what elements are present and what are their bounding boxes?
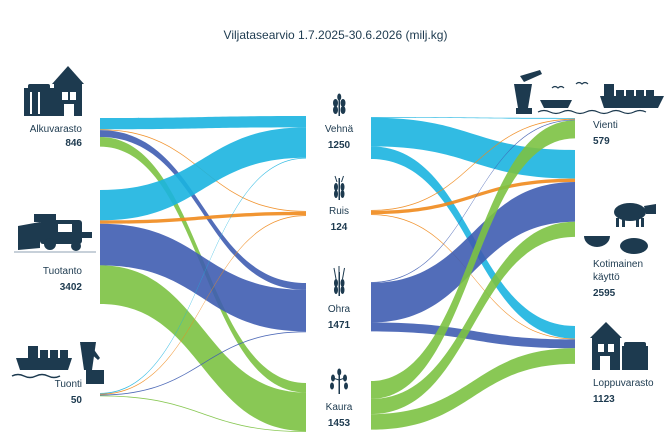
- grain-value-ohra: 1471: [327, 320, 351, 331]
- inflow-band: [100, 130, 306, 290]
- target-label-loppuvarasto: Loppuvarasto: [593, 378, 654, 389]
- grain-label-vehna: Vehnä: [324, 124, 354, 135]
- barley-icon: [333, 266, 345, 296]
- outflow-band: [371, 221, 575, 415]
- inflow-band: [100, 116, 306, 130]
- source-value-alkuvarasto: 846: [65, 138, 82, 149]
- outflow-band: [371, 120, 575, 399]
- target-value-kotimainen-kaytto: 2595: [593, 288, 616, 299]
- rye-icon: [334, 175, 345, 200]
- target-value-vienti: 579: [593, 136, 610, 147]
- outflow-band: [371, 214, 575, 340]
- inflow-band: [100, 215, 306, 395]
- storage-buildings-icon: [590, 322, 648, 370]
- grain-label-kaura: Kaura: [325, 402, 353, 413]
- cargo-ship-crane-icon: [11, 342, 104, 384]
- outflow-bands: [371, 117, 575, 430]
- export-ship-icon: [514, 70, 664, 115]
- grain-value-ruis: 124: [330, 222, 348, 233]
- outflow-band: [371, 117, 575, 179]
- inflow-band: [100, 331, 306, 396]
- cow-bread-icon: [584, 203, 656, 254]
- target-label-vienti: Vienti: [593, 120, 618, 131]
- combine-harvester-icon: [14, 214, 96, 253]
- grain-label-ohra: Ohra: [327, 304, 351, 315]
- diagram-title: Viljatasearvio 1.7.2025-30.6.2026 (milj.…: [223, 28, 448, 42]
- source-label-tuotanto: Tuotanto: [42, 266, 82, 277]
- oats-icon: [330, 368, 348, 394]
- inflow-bands: [100, 116, 306, 433]
- source-value-tuotanto: 3402: [59, 282, 82, 293]
- wheat-icon: [333, 93, 346, 116]
- inflow-band: [100, 265, 306, 432]
- source-label-alkuvarasto: Alkuvarasto: [29, 124, 82, 135]
- outflow-band: [371, 119, 575, 283]
- inflow-band: [100, 157, 306, 394]
- outflow-band: [371, 348, 575, 430]
- inflow-band: [100, 395, 306, 433]
- inflow-band: [100, 211, 306, 224]
- grain-label-ruis: Ruis: [328, 206, 349, 217]
- grain-value-vehna: 1250: [327, 140, 351, 151]
- inflow-band: [100, 127, 306, 221]
- outflow-band: [371, 178, 575, 215]
- target-value-loppuvarasto: 1123: [593, 394, 615, 405]
- target-label-kotimainen-kaytto: Kotimainen käyttö: [593, 259, 644, 283]
- outflow-band: [371, 118, 575, 211]
- outflow-band: [371, 322, 575, 349]
- source-label-tuonti: Tuonti: [54, 379, 82, 390]
- source-value-tuonti: 50: [70, 395, 82, 406]
- outflow-band: [371, 117, 575, 119]
- farm-buildings-icon: [24, 66, 84, 116]
- inflow-band: [100, 223, 306, 332]
- grain-value-kaura: 1453: [327, 418, 351, 429]
